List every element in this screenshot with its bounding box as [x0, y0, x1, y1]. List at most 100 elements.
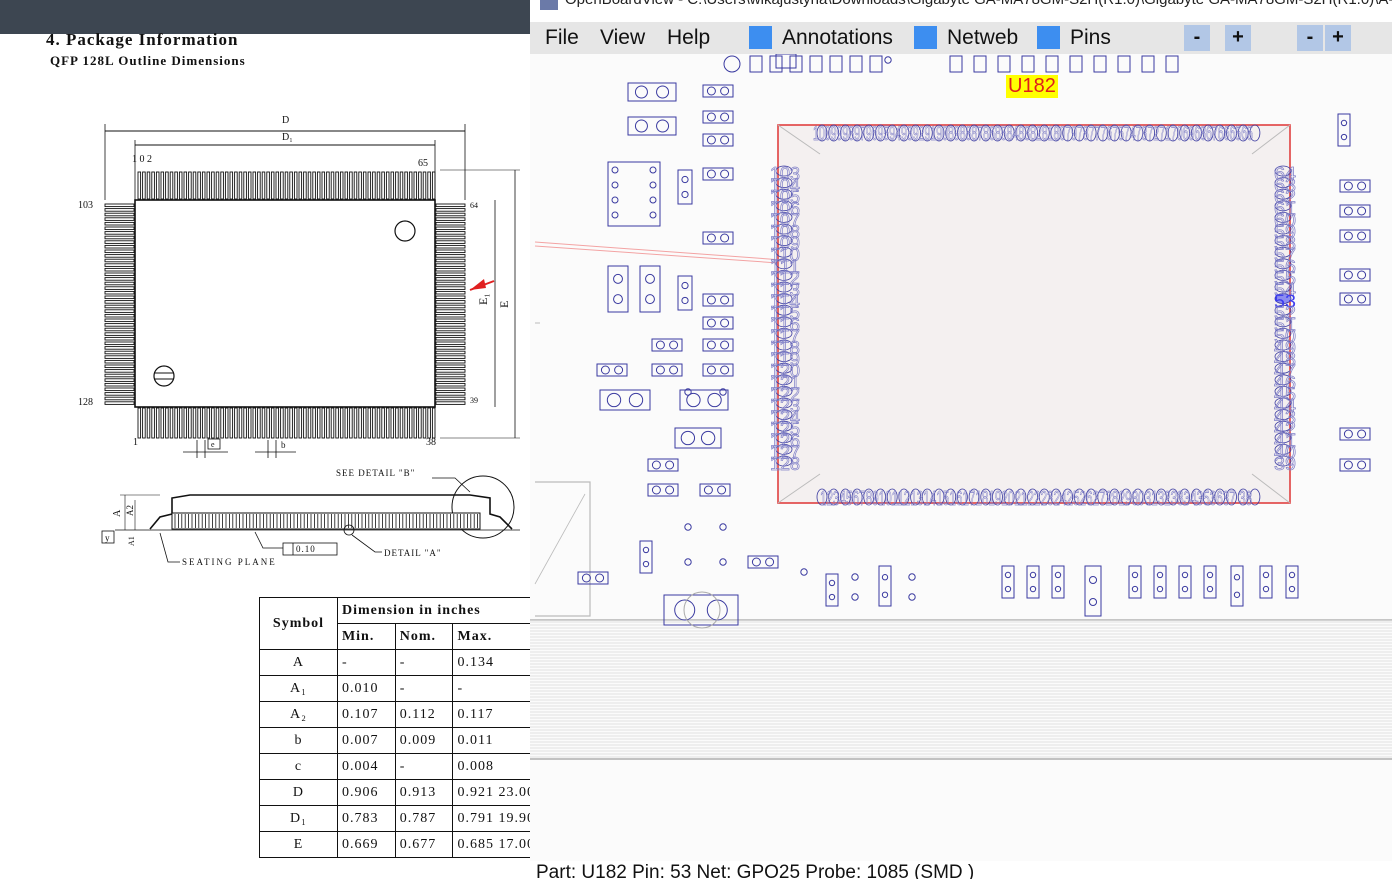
- component-footprint[interactable]: [651, 363, 683, 377]
- chip-pin-pad[interactable]: [886, 488, 898, 506]
- component-footprint[interactable]: [1084, 565, 1102, 617]
- chip-pin-pad[interactable]: [775, 200, 793, 212]
- chip-pin-pad[interactable]: [851, 488, 863, 506]
- pins-checkbox[interactable]: [1037, 26, 1060, 49]
- chip-pin-pad[interactable]: [828, 488, 840, 506]
- chip-pin-pad[interactable]: [1074, 488, 1085, 506]
- component-footprint[interactable]: [1339, 229, 1371, 243]
- chip-pin-pad[interactable]: [1249, 124, 1261, 142]
- chip-pin-pad[interactable]: [1120, 488, 1132, 506]
- chip-pin-pad[interactable]: [1274, 327, 1292, 339]
- chip-pin-pad[interactable]: [775, 327, 793, 339]
- chip-pin-pad[interactable]: [968, 124, 980, 142]
- chip-pin-pad[interactable]: [775, 397, 793, 409]
- chip-pin-pad[interactable]: [1132, 488, 1144, 506]
- chip-pin-pad[interactable]: [1062, 488, 1074, 506]
- chip-pin-pad[interactable]: [1274, 351, 1292, 363]
- component-footprint[interactable]: [607, 161, 661, 227]
- component-footprint[interactable]: [679, 389, 729, 411]
- chip-pin-pad[interactable]: [910, 488, 922, 506]
- chip-pin-pad[interactable]: [1097, 488, 1109, 506]
- chip-pin-pad[interactable]: [898, 488, 910, 506]
- chip-pin-pad[interactable]: [1003, 124, 1015, 142]
- component-footprint[interactable]: [1339, 179, 1371, 193]
- via[interactable]: [684, 388, 692, 396]
- chip-pin-pad[interactable]: [1155, 124, 1167, 142]
- chip-pin-pad[interactable]: [775, 316, 793, 328]
- component-footprint[interactable]: [607, 265, 629, 313]
- component-footprint[interactable]: [699, 483, 731, 497]
- chip-pin-pad[interactable]: [775, 177, 793, 189]
- chip-pin-pad[interactable]: [992, 124, 1003, 142]
- chip-pin-pad[interactable]: [956, 124, 968, 142]
- chip-pin-pad[interactable]: [1274, 304, 1292, 316]
- component-footprint[interactable]: [647, 483, 679, 497]
- component-footprint[interactable]: [702, 231, 734, 245]
- chip-pin-pad[interactable]: [933, 124, 945, 142]
- chip-pin-pad[interactable]: [775, 235, 793, 247]
- chip-pin-pad[interactable]: [1202, 124, 1214, 142]
- chip-pin-pad[interactable]: [1274, 316, 1292, 328]
- chip-pin-pad[interactable]: [980, 488, 992, 506]
- annotations-toggle-label[interactable]: Annotations: [782, 26, 893, 49]
- chip-pin-pad[interactable]: [956, 488, 968, 506]
- chip-pin-pad[interactable]: [910, 124, 922, 142]
- chip-pin-pad[interactable]: [1214, 124, 1226, 142]
- chip-pin-pad[interactable]: [1274, 374, 1292, 386]
- chip-pin-pad[interactable]: [1274, 235, 1292, 247]
- chip-pin-pad[interactable]: [775, 432, 793, 444]
- chip-pin-pad[interactable]: [1085, 488, 1097, 506]
- component-footprint[interactable]: [1203, 565, 1217, 599]
- chip-pin-pad[interactable]: [1237, 488, 1249, 506]
- chip-pin-pad[interactable]: [886, 124, 898, 142]
- component-footprint[interactable]: [627, 82, 677, 102]
- chip-pin-pad[interactable]: [775, 362, 793, 374]
- chip-pin-pad[interactable]: [1274, 281, 1292, 293]
- chip-pin-pad[interactable]: [839, 124, 851, 142]
- chip-pin-pad[interactable]: [1132, 124, 1144, 142]
- chip-pin-pad[interactable]: [1062, 124, 1074, 142]
- via[interactable]: [800, 568, 808, 576]
- chip-pin-pad[interactable]: [1050, 124, 1062, 142]
- component-footprint[interactable]: [1178, 565, 1192, 599]
- chip-pin-pad[interactable]: [1167, 124, 1179, 142]
- component-footprint[interactable]: [702, 167, 734, 181]
- chip-pin-pad[interactable]: [1274, 455, 1292, 467]
- chip-pin-pad[interactable]: [945, 124, 957, 142]
- component-footprint[interactable]: [627, 116, 677, 136]
- chip-pin-pad[interactable]: [775, 455, 793, 467]
- chip-pin-pad[interactable]: [875, 488, 886, 506]
- chip-pin-pad[interactable]: [775, 281, 793, 293]
- via[interactable]: [908, 573, 916, 581]
- chip-pin-pad[interactable]: [828, 124, 840, 142]
- chip-pin-pad[interactable]: [1274, 177, 1292, 189]
- component-footprint[interactable]: [702, 363, 734, 377]
- chip-pin-pad[interactable]: [1015, 124, 1027, 142]
- component-footprint[interactable]: [702, 110, 734, 124]
- board-canvas[interactable]: 1009998979695949392919089888786858483828…: [530, 54, 1392, 862]
- chip-pin-pad[interactable]: [1097, 124, 1109, 142]
- via[interactable]: [884, 56, 892, 64]
- chip-pin-pad[interactable]: [1274, 362, 1292, 374]
- component-footprint[interactable]: [702, 316, 734, 330]
- chip-pin-pad[interactable]: [898, 124, 910, 142]
- chip-pin-pad[interactable]: [1274, 339, 1292, 351]
- chip-pin-pad[interactable]: [1003, 488, 1015, 506]
- component-footprint[interactable]: [747, 555, 779, 569]
- component-footprint[interactable]: [1128, 565, 1142, 599]
- chip-pin-pad[interactable]: [775, 385, 793, 397]
- chip-pin-pad[interactable]: [775, 443, 793, 455]
- via[interactable]: [908, 593, 916, 601]
- chip-pin-pad[interactable]: [816, 124, 828, 142]
- menu-file[interactable]: File: [545, 26, 579, 49]
- chip-pin-pad[interactable]: [775, 246, 793, 258]
- chip-pin-pad[interactable]: [1274, 293, 1292, 305]
- chip-pin-pad[interactable]: [1167, 488, 1179, 506]
- component-footprint[interactable]: [1339, 204, 1371, 218]
- chip-pin-pad[interactable]: [1274, 258, 1292, 270]
- via[interactable]: [851, 573, 859, 581]
- component-footprint[interactable]: [1001, 565, 1015, 599]
- chip-pin-pad[interactable]: [1144, 124, 1155, 142]
- component-footprint[interactable]: [1337, 113, 1351, 147]
- chip-pin-pad[interactable]: [1191, 488, 1202, 506]
